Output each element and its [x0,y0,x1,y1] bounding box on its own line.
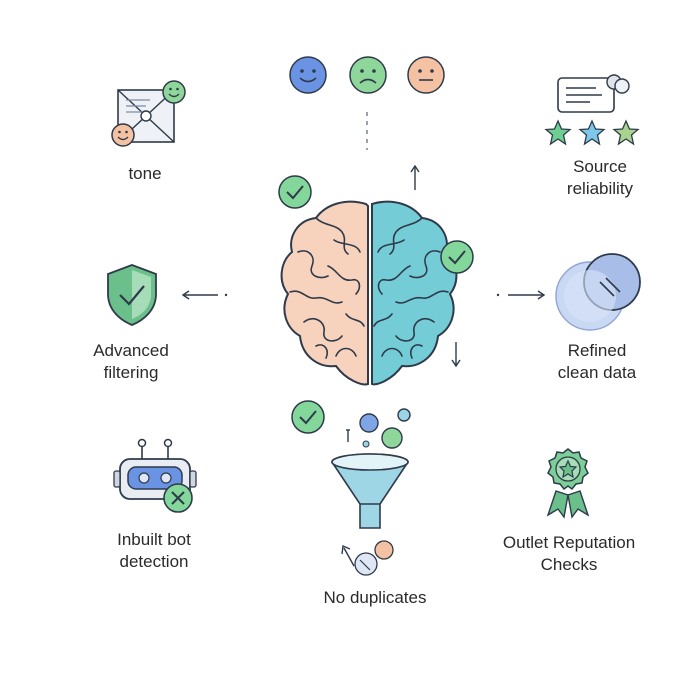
arrow-right-icon [494,288,548,302]
label-advanced-filtering: Advanced filtering [93,341,169,382]
check-icon [439,239,475,275]
happy-face-icon [289,56,327,94]
label-source-reliability: Source reliability [566,157,634,198]
label-no-duplicates: No duplicates [323,588,427,607]
star-rating-icon [544,119,640,147]
emoji-faces-icon [288,55,448,95]
tone-envelope-icon [106,78,188,152]
dedupe-circles-icon [338,536,398,580]
check-icon [277,174,313,210]
label-tone: tone [128,164,162,183]
overlapping-circles-icon [550,252,650,334]
source-card-icon [556,72,632,116]
ribbon-badge-icon [540,447,596,519]
arrow-down-icon [450,340,462,368]
dashed-connector [364,112,370,152]
label-refined-clean-data: Refined clean data [557,341,637,382]
label-outlet-reputation: Outlet Reputation Checks [502,533,636,574]
check-icon [290,399,326,435]
label-bot-detection: Inbuilt bot detection [117,530,191,571]
funnel-icon [326,406,422,536]
shield-check-icon [104,262,160,328]
neutral-face-icon [407,56,445,94]
arrow-up-icon [409,164,421,192]
sad-face-icon [349,56,387,94]
arrow-left-icon [180,288,230,302]
robot-icon [110,437,200,515]
brain-icon [276,196,462,396]
